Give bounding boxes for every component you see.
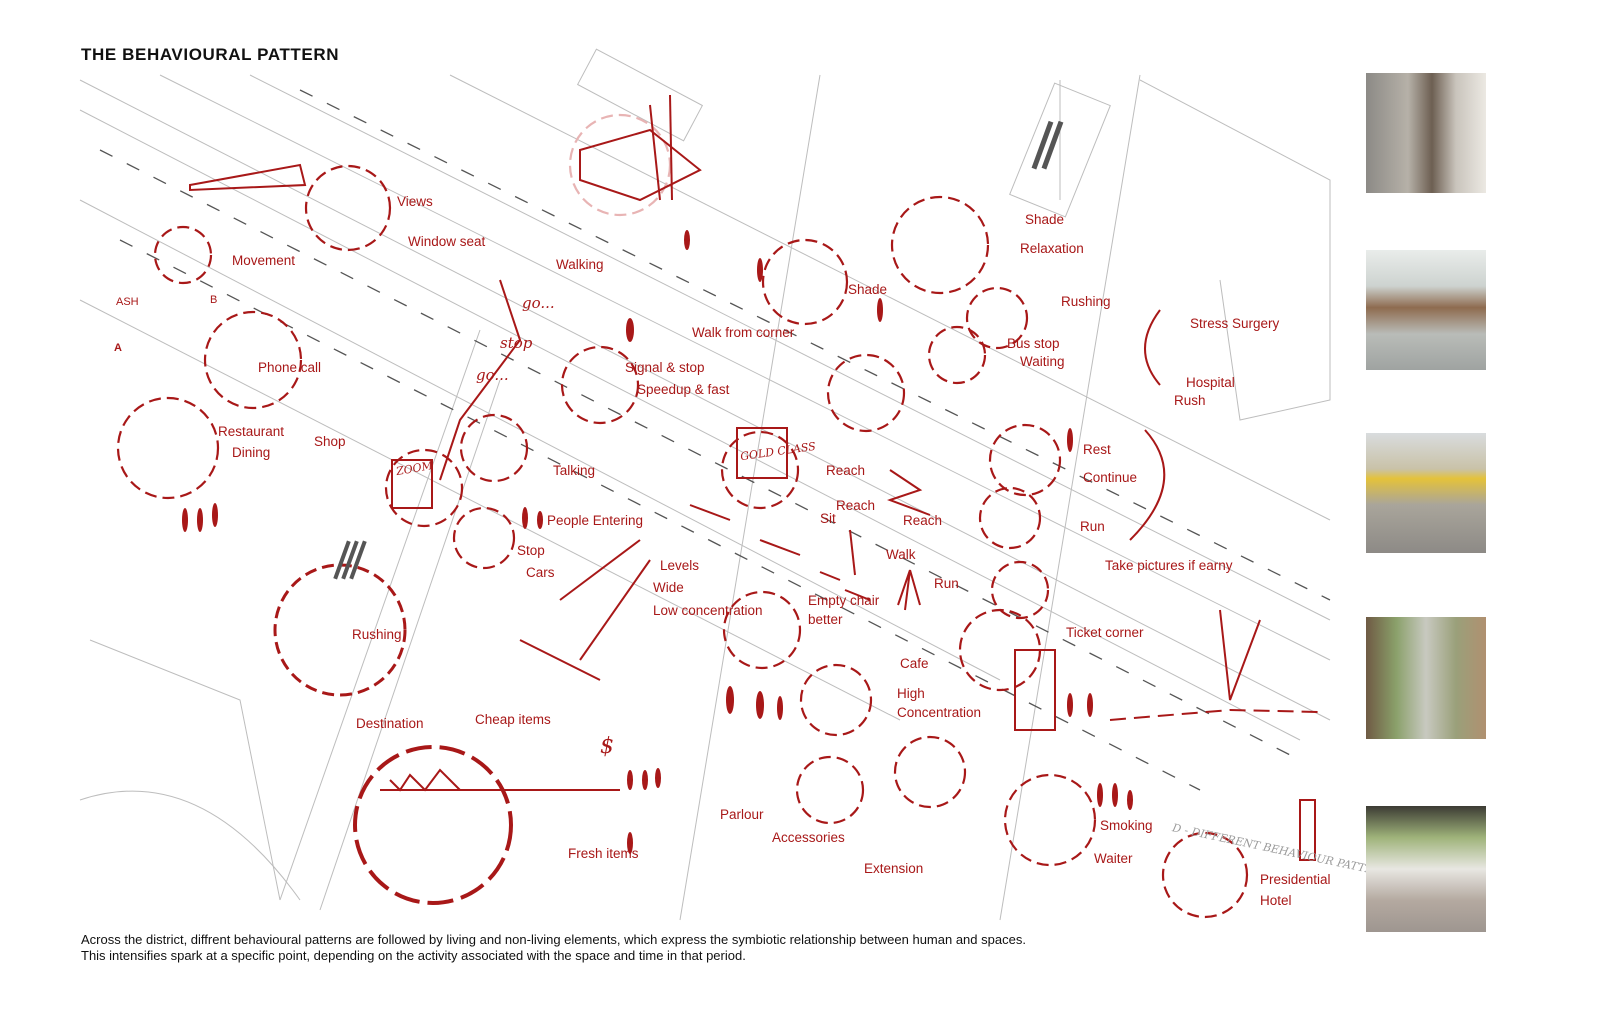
label-dollar: $	[600, 734, 614, 759]
label-go-2: go...	[476, 366, 509, 384]
supermarket-aisle-photo	[1366, 250, 1486, 370]
label-rest: Rest	[1083, 442, 1111, 457]
label-phone-call: Phone call	[258, 360, 322, 375]
label-empty-chair: Empty chair	[808, 593, 880, 608]
label-shop: Shop	[314, 434, 346, 449]
label-low-concentration: Low concentration	[653, 603, 763, 618]
quiet-lane-photo	[1366, 806, 1486, 932]
ticket-barcode	[333, 120, 1064, 580]
caption-line-1: Across the district, diffrent behavioura…	[81, 932, 1026, 947]
label-movement: Movement	[232, 253, 296, 268]
sketch-strokes	[189, 94, 1321, 861]
label-parlour: Parlour	[720, 807, 764, 822]
label-run: Run	[1080, 519, 1105, 534]
label-window-seat: Window seat	[408, 234, 486, 249]
label-walking: Walking	[556, 257, 604, 272]
label-go-1: go...	[522, 294, 555, 312]
plan-dashes	[99, 89, 1331, 791]
label-levels: Levels	[660, 558, 700, 573]
label-destination: Destination	[356, 716, 424, 731]
label-wide: Wide	[653, 580, 684, 595]
label-shade: Shade	[848, 282, 888, 297]
label-reach: Reach	[836, 498, 876, 513]
label-people-entering: People Entering	[547, 513, 644, 528]
label-shade: Shade	[1025, 212, 1065, 227]
label-waiter: Waiter	[1094, 851, 1133, 866]
label-smoking: Smoking	[1100, 818, 1153, 833]
label-hospital: Hospital	[1186, 375, 1235, 390]
caption: Across the district, diffrent behavioura…	[81, 932, 1026, 964]
label-sit: Sit	[820, 511, 836, 526]
label-speedup-fast: Speedup & fast	[637, 382, 730, 397]
base-plan-lines	[79, 48, 1331, 921]
label-reach: Reach	[903, 513, 943, 528]
label-walk-from-corner: Walk from corner	[692, 325, 795, 340]
label-cars: Cars	[526, 565, 555, 580]
label-take-pictures: Take pictures if earny	[1105, 558, 1233, 573]
label-reach: Reach	[826, 463, 866, 478]
label-b: B	[210, 294, 218, 306]
label-restaurant: Restaurant	[218, 424, 285, 439]
activity-circles	[116, 113, 1249, 919]
label-concentration: Concentration	[897, 705, 982, 720]
label-talking: Talking	[553, 463, 596, 478]
tree-lined-walk-photo	[1366, 617, 1486, 739]
label-dining: Dining	[232, 445, 271, 460]
label-rush: Rush	[1174, 393, 1206, 408]
caption-line-2: This intensifies spark at a specific poi…	[81, 948, 746, 963]
street-pedestrians-photo	[1366, 433, 1486, 553]
label-fresh-items: Fresh items	[568, 846, 639, 861]
label-signal-stop: Signal & stop	[625, 360, 705, 375]
label-ash: ASH	[116, 296, 139, 308]
label-stop-hand: stop	[500, 334, 533, 352]
label-stress-surgery: Stress Surgery	[1190, 316, 1280, 331]
label-extension: Extension	[864, 861, 924, 876]
label-cafe: Cafe	[900, 656, 929, 671]
label-run: Run	[934, 576, 959, 591]
label-presidential: Presidential	[1260, 872, 1331, 887]
label-continue: Continue	[1083, 470, 1138, 485]
street-sidewalk-photo	[1366, 73, 1486, 193]
label-bus-stop: Bus stop	[1007, 336, 1060, 351]
label-better: better	[808, 612, 843, 627]
label-views: Views	[397, 194, 433, 209]
sheet-title: THE BEHAVIOURAL PATTERN	[81, 45, 340, 64]
label-a: A	[114, 342, 122, 354]
label-ticket-corner: Ticket corner	[1066, 625, 1144, 640]
label-high: High	[897, 686, 925, 701]
label-walk: Walk	[886, 547, 916, 562]
label-hotel: Hotel	[1260, 893, 1292, 908]
label-rushing: Rushing	[352, 627, 402, 642]
label-rushing: Rushing	[1061, 294, 1111, 309]
label-cheap-items: Cheap items	[475, 712, 551, 727]
label-waiting: Waiting	[1020, 354, 1065, 369]
person-figures	[182, 230, 1133, 854]
label-stop: Stop	[517, 543, 545, 558]
label-accessories: Accessories	[772, 830, 845, 845]
label-relaxation: Relaxation	[1020, 241, 1084, 256]
